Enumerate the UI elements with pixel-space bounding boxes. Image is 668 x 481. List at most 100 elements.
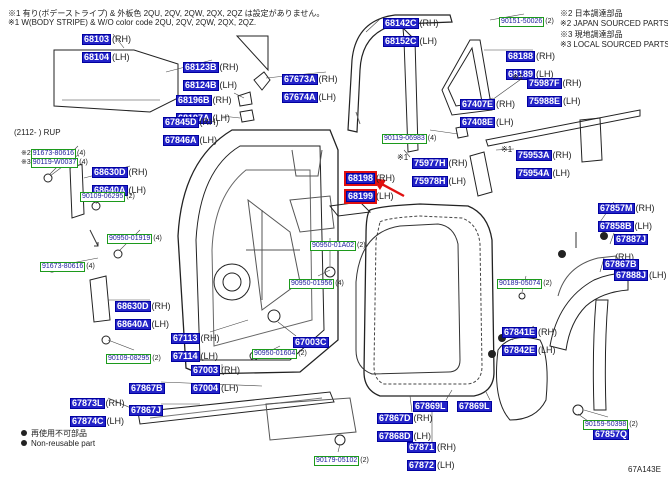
part-67846a-number[interactable]: 67846A [163, 135, 199, 146]
part-callout-67003c[interactable]: 67003C [293, 332, 329, 350]
clip-number[interactable]: 90950-01956 [289, 279, 335, 289]
clip-number[interactable]: 90950-01A02 [310, 241, 357, 251]
part-67888j-number[interactable]: 67888J [614, 270, 649, 281]
part-callout-68188[interactable]: 68188(RH)68189(LH) [506, 46, 555, 82]
clip-number[interactable]: 91673-80616 [40, 262, 86, 272]
part-callout-67845d[interactable]: 67845D(RH)67846A(LH) [163, 112, 219, 148]
part-75954a-number[interactable]: 75954A [516, 168, 552, 179]
part-callout-67867j[interactable]: 67867J [129, 400, 164, 418]
part-callout-67867b[interactable]: 67867B [603, 254, 639, 272]
clip-callout-90950-01956[interactable]: 90950-01956(4) [289, 272, 344, 290]
part-67674a-number[interactable]: 67674A [282, 92, 318, 103]
part-callout-68630d[interactable]: 68630D(RH)68640A(LH) [115, 296, 171, 332]
clip-number[interactable]: 90109-08295 [106, 354, 152, 364]
part-callout-67841e[interactable]: 67841E(RH)67842E(LH) [502, 322, 557, 358]
clip-callout-90950-01604[interactable]: 90950-01604(2) [252, 342, 307, 360]
part-68142c-number[interactable]: 68142C [383, 18, 419, 29]
clip-number[interactable]: 90151-50026 [499, 17, 545, 27]
part-75977h-number[interactable]: 75977H [412, 158, 448, 169]
part-67407e-number[interactable]: 67407E [460, 99, 496, 110]
part-callout-67869l[interactable]: 67869L [413, 396, 448, 414]
part-68640a-number[interactable]: 68640A [115, 319, 151, 330]
clip-callout-90109-08295[interactable]: 90109-08295(2) [106, 347, 161, 365]
part-67874c-number[interactable]: 67874C [70, 416, 106, 427]
clip-callout-90109-06295[interactable]: 90109-06295(2) [80, 185, 135, 203]
part-callout-68198[interactable]: 68198(RH)68199(LH) [343, 168, 395, 204]
part-67858b-number[interactable]: 67858B [598, 221, 634, 232]
part-68188-number[interactable]: 68188 [506, 51, 536, 62]
part-67887j-number[interactable]: 67887J [614, 234, 649, 245]
part-callout-67873l[interactable]: 67873L(RH)67874C(LH) [70, 393, 125, 429]
part-67408e-number[interactable]: 67408E [460, 117, 496, 128]
part-68630d-number[interactable]: 68630D [115, 301, 151, 312]
part-67867d-number[interactable]: 67867D [377, 413, 413, 424]
part-67867b-number[interactable]: 67867B [129, 383, 165, 394]
part-68196b-number[interactable]: 68196B [176, 95, 212, 106]
part-68104-number[interactable]: 68104 [82, 52, 112, 63]
part-callout-67867d[interactable]: 67867D(RH)67868D(LH) [377, 408, 433, 444]
part-67871-number[interactable]: 67871 [407, 442, 437, 453]
clip-callout-90119-06983[interactable]: 90119-06983(4) [382, 127, 436, 145]
part-67867j-number[interactable]: 67867J [129, 405, 164, 416]
clip-number[interactable]: 90179-05102 [314, 456, 360, 466]
part-68199-number[interactable]: 68199 [343, 189, 378, 204]
part-75953a-number[interactable]: 75953A [516, 150, 552, 161]
part-callout-67869l[interactable]: 67869L [457, 396, 492, 414]
part-callout-67407e[interactable]: 67407E(RH)67408E(LH) [460, 94, 515, 130]
part-callout-67857m[interactable]: 67857M(RH)67858B(LH) [598, 198, 655, 234]
part-68189-number[interactable]: 68189 [506, 69, 536, 80]
part-67869l-number[interactable]: 67869L [457, 401, 492, 412]
part-75987f-number[interactable]: 75987F [527, 78, 562, 89]
part-67114-number[interactable]: 67114 [171, 351, 200, 362]
part-75978h-number[interactable]: 75978H [412, 176, 448, 187]
part-callout-68142c[interactable]: 68142C(RH)68152C(LH) [383, 13, 439, 49]
part-67857m-number[interactable]: 67857M [598, 203, 635, 214]
part-67004-number[interactable]: 67004 [191, 383, 221, 394]
part-67872-number[interactable]: 67872 [407, 460, 437, 471]
clip-callout-90159-50398[interactable]: 90159-50398(2) [583, 413, 638, 431]
part-callout-67673a[interactable]: 67673A(RH)67674A(LH) [282, 69, 338, 105]
part-68630d-number[interactable]: 68630D [92, 167, 128, 178]
part-68198-number[interactable]: 68198 [343, 171, 378, 186]
clip-number[interactable]: 90119-06983 [382, 134, 427, 144]
clip-callout-90189-05074[interactable]: 90189-05074(2) [497, 272, 552, 290]
clip-callout-90950-01a02[interactable]: 90950-01A02(2) [310, 234, 366, 252]
part-callout-68123b[interactable]: 68123B(RH)68124B(LH) [183, 57, 239, 93]
part-67869l-number[interactable]: 67869L [413, 401, 448, 412]
part-callout-67113[interactable]: 67113(RH)67114(LH) [171, 328, 220, 364]
part-callout-67887j[interactable]: 67887J(RH)67888J(LH) [614, 229, 668, 283]
clip-callout-90179-05102[interactable]: 90179-05102(2) [314, 449, 369, 467]
part-67113-number[interactable]: 67113 [171, 333, 200, 344]
clip-number[interactable]: 90159-50398 [583, 420, 629, 430]
part-67867b-number[interactable]: 67867B [603, 259, 639, 270]
clip-number[interactable]: 90109-06295 [80, 192, 126, 202]
part-67003-number[interactable]: 67003 [191, 365, 221, 376]
clip-number[interactable]: 90119-W0037 [30, 158, 79, 168]
clip-callout-90950-01919[interactable]: 90950-01919(4) [107, 227, 162, 245]
clip-number[interactable]: 90950-01919 [107, 234, 153, 244]
clip-number[interactable]: 90189-05074 [497, 279, 543, 289]
part-68123b-number[interactable]: 68123B [183, 62, 219, 73]
part-callout-67867b[interactable]: 67867B [129, 378, 165, 396]
part-67003c-number[interactable]: 67003C [293, 337, 329, 348]
part-callout-68103[interactable]: 68103(RH)68104(LH) [82, 29, 131, 65]
part-callout-67871[interactable]: 67871(RH)67872(LH) [407, 437, 456, 473]
clip-number[interactable]: 90950-01604 [252, 349, 298, 359]
part-67673a-number[interactable]: 67673A [282, 74, 318, 85]
part-67842e-number[interactable]: 67842E [502, 345, 538, 356]
part-75988e-number[interactable]: 75988E [527, 96, 563, 107]
part-68103-number[interactable]: 68103 [82, 34, 112, 45]
part-67868d-number[interactable]: 67868D [377, 431, 413, 442]
part-68152c-number[interactable]: 68152C [383, 36, 419, 47]
part-67841e-number[interactable]: 67841E [502, 327, 538, 338]
part-callout-67003[interactable]: 67003(RH)67004(LH) [191, 360, 240, 396]
part-67845d-number[interactable]: 67845D [163, 117, 199, 128]
clip-callout-91673-80616[interactable]: 91673-80616(4) [40, 255, 95, 273]
part-67873l-number[interactable]: 67873L [70, 398, 105, 409]
part-68124b-number[interactable]: 68124B [183, 80, 219, 91]
clip-callout-90151-50026[interactable]: 90151-50026(2) [499, 10, 554, 28]
